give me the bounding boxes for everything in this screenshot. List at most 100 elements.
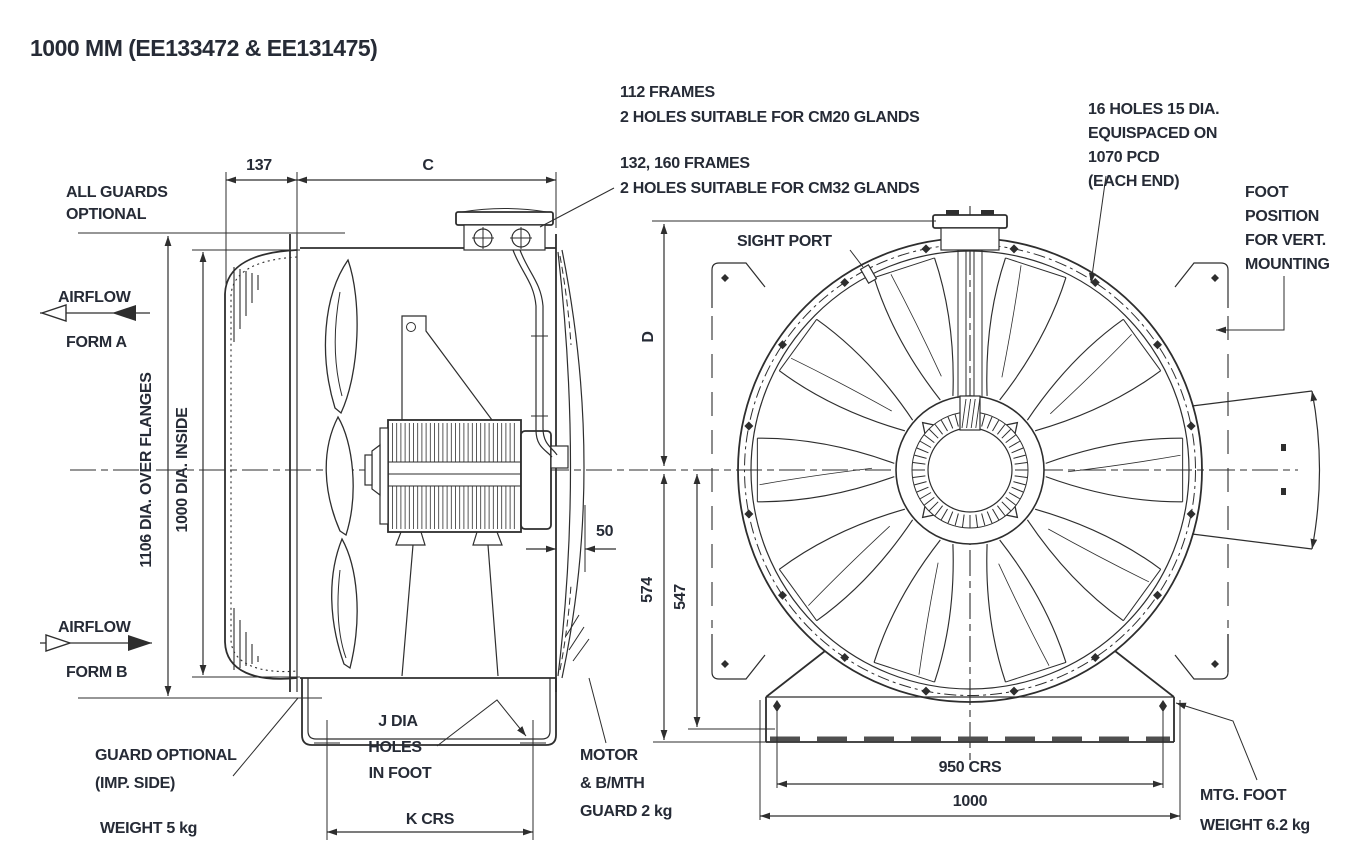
line-art bbox=[1008, 492, 1021, 500]
line-art bbox=[996, 505, 1006, 516]
note-16-holes-line2: EQUISPACED ON bbox=[1088, 125, 1217, 142]
line-art bbox=[998, 563, 1050, 666]
line-art bbox=[940, 419, 948, 432]
dim-547-label: 547 bbox=[672, 584, 689, 610]
line-art bbox=[1005, 661, 1067, 683]
line-art bbox=[1005, 257, 1067, 279]
column-hatch bbox=[961, 398, 981, 429]
dia-inside-label: 1000 DIA. INSIDE bbox=[174, 407, 191, 533]
line-art bbox=[1310, 390, 1321, 550]
hub bbox=[895, 395, 1045, 545]
bolt-hole bbox=[840, 278, 850, 288]
note-112-frames-line1: 112 FRAMES bbox=[620, 84, 715, 101]
line-art bbox=[711, 316, 1229, 628]
dim-574-label: 574 bbox=[639, 577, 656, 603]
line-art bbox=[916, 486, 929, 493]
hub-clips bbox=[921, 421, 1019, 519]
conduit-column bbox=[957, 250, 983, 431]
line-art bbox=[559, 255, 572, 346]
motor bbox=[364, 315, 569, 677]
line-art bbox=[914, 481, 927, 486]
line-art bbox=[1005, 434, 1016, 444]
bolt-hole bbox=[1009, 244, 1019, 254]
note-foot-pos-line4: MOUNTING bbox=[1245, 256, 1330, 273]
line-art bbox=[1014, 475, 1028, 479]
line-art bbox=[561, 249, 585, 679]
line-art bbox=[934, 424, 944, 435]
k-crs-label: K CRS bbox=[406, 811, 455, 828]
bolt-hole bbox=[744, 421, 754, 431]
line-art bbox=[1013, 481, 1026, 486]
note-foot-pos-line1: FOOT bbox=[1245, 184, 1289, 201]
dim-950-label: 950 CRS bbox=[939, 759, 1002, 776]
line-art bbox=[388, 461, 521, 487]
note-112-frames-line2: 2 HOLES SUITABLE FOR CM20 GLANDS bbox=[620, 109, 920, 126]
line-art bbox=[78, 232, 345, 699]
dim-137-c: 137 C bbox=[225, 157, 557, 288]
guard-optional-leader bbox=[232, 697, 299, 777]
vert-mount-foot bbox=[1191, 390, 1321, 550]
note-132-frames-line2: 2 HOLES SUITABLE FOR CM32 GLANDS bbox=[620, 180, 920, 197]
motor-guard-leader bbox=[588, 677, 607, 744]
airflow-b-label: AIRFLOW bbox=[58, 619, 132, 636]
line-art bbox=[981, 513, 986, 526]
dim-1106: 1106 DIA. OVER FLANGES bbox=[78, 232, 345, 699]
line-art bbox=[1045, 476, 1183, 503]
line-art bbox=[379, 427, 389, 525]
line-art bbox=[1281, 444, 1286, 451]
line-art bbox=[790, 357, 892, 412]
line-art bbox=[921, 506, 934, 519]
line-art bbox=[914, 454, 927, 459]
motor-struts bbox=[401, 544, 499, 677]
line-art bbox=[757, 476, 895, 503]
sight-port-label: SIGHT PORT bbox=[737, 233, 832, 250]
bolt-hole bbox=[778, 340, 788, 350]
dim-547: 547 bbox=[672, 474, 775, 730]
line-art bbox=[986, 416, 993, 429]
line-art bbox=[337, 569, 347, 659]
airflow-form-b: AIRFLOW FORM B bbox=[40, 619, 152, 681]
page-title: 1000 MM (EE133472 & EE131475) bbox=[30, 35, 377, 61]
line-art bbox=[1001, 428, 1012, 439]
line-art bbox=[1008, 440, 1021, 448]
line-art bbox=[557, 251, 572, 677]
line-art bbox=[918, 562, 939, 675]
bolt-hole bbox=[1186, 421, 1196, 431]
front-view: D 574 547 950 CRS 1000 SIGHT PORT MTG. F… bbox=[639, 175, 1321, 834]
dim-d: D bbox=[640, 220, 936, 466]
all-guards-line1: ALL GUARDS bbox=[66, 184, 168, 201]
j-dia-line1: J DIA bbox=[378, 713, 418, 730]
all-guards-line2: OPTIONAL bbox=[66, 206, 147, 223]
flange-bolt-holes bbox=[744, 244, 1196, 696]
line-art bbox=[1281, 488, 1286, 495]
line-art bbox=[919, 492, 932, 500]
line-art bbox=[954, 513, 959, 526]
line-art bbox=[406, 322, 416, 332]
note-16-holes-line1: 16 HOLES 15 DIA. bbox=[1088, 101, 1219, 118]
line-art bbox=[933, 544, 954, 683]
line-art bbox=[324, 258, 358, 415]
impeller-blades-front bbox=[756, 257, 1184, 683]
line-art bbox=[192, 249, 300, 678]
line-art bbox=[230, 256, 298, 673]
motor-bracket bbox=[401, 315, 494, 421]
line-art bbox=[1191, 390, 1313, 550]
motor-gland-box bbox=[550, 445, 569, 469]
line-art bbox=[1026, 519, 1124, 622]
bolt-hole bbox=[1186, 509, 1196, 519]
motor-ribs bbox=[392, 423, 515, 529]
line-art bbox=[711, 262, 766, 308]
dia-over-flanges-label: 1106 DIA. OVER FLANGES bbox=[138, 372, 155, 568]
bolt-hole bbox=[1152, 590, 1162, 600]
inlet-guard bbox=[224, 249, 298, 680]
line-art bbox=[224, 249, 298, 680]
line-art bbox=[512, 249, 553, 458]
dim-50-label: 50 bbox=[596, 523, 614, 540]
line-art bbox=[961, 514, 965, 528]
line-art bbox=[455, 211, 554, 226]
airflow-a-label: AIRFLOW bbox=[58, 289, 132, 306]
dim-50: 50 bbox=[526, 505, 616, 572]
airflow-form-a: AIRFLOW FORM A bbox=[39, 289, 150, 351]
line-art bbox=[307, 678, 551, 740]
line-art bbox=[326, 752, 534, 840]
